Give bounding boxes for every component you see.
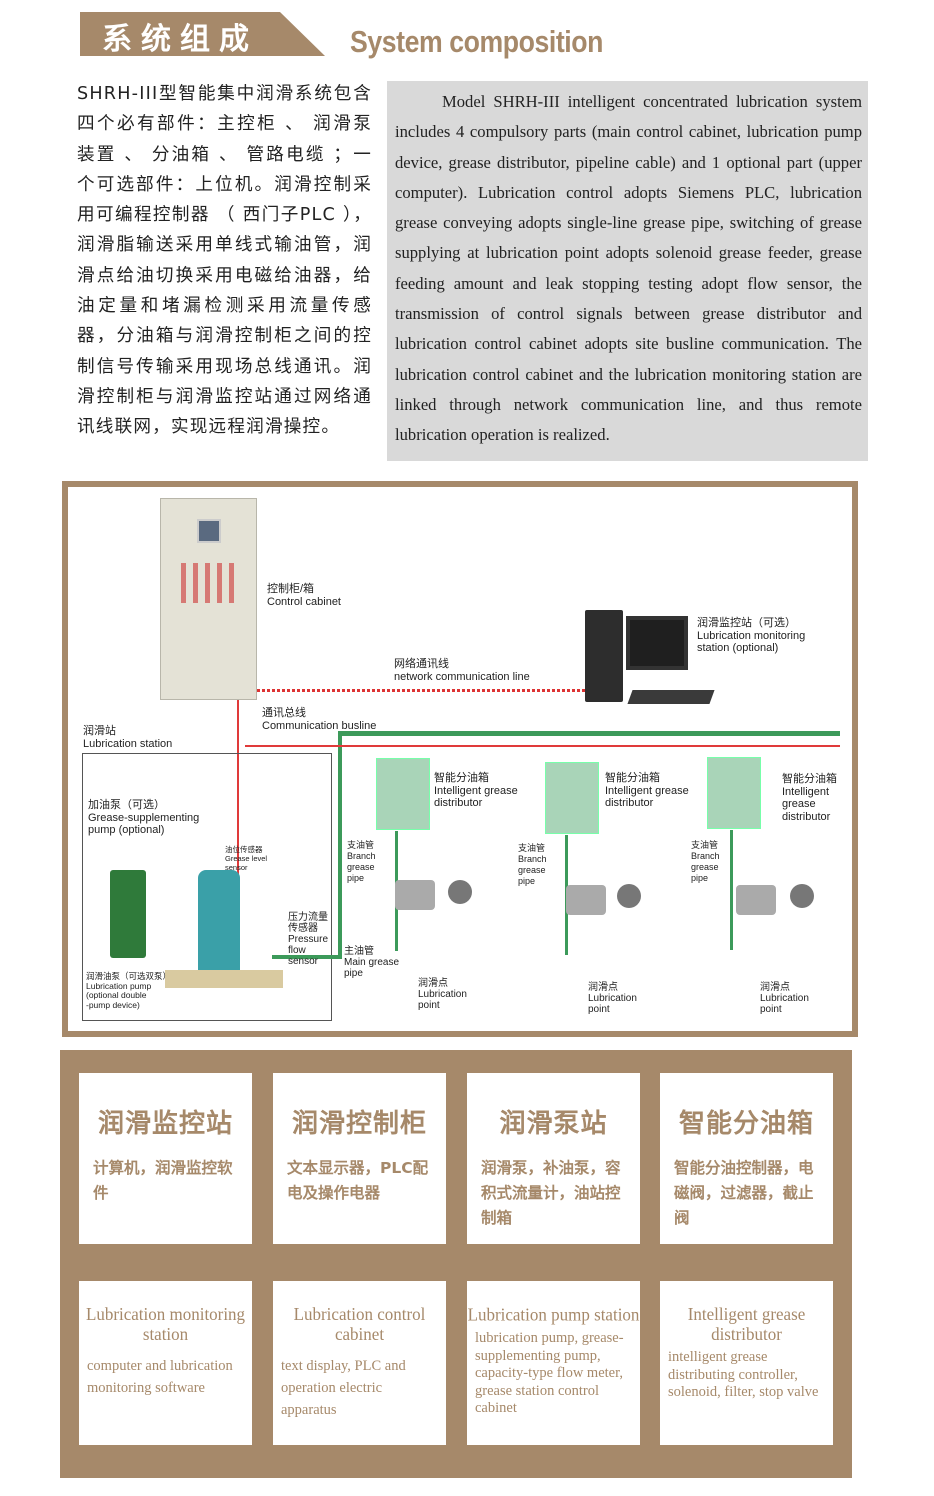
bearing-image [566,885,606,915]
distributor-box-3 [707,757,761,829]
card-title: 润滑控制柜 [291,1109,427,1139]
control-cabinet-image [160,498,257,700]
label-monitoring-station: 润滑监控站（可选） Lubrication monitoring station… [697,617,806,654]
intro-en: Model SHRH-III intelligent concentrated … [395,92,862,445]
label-network-line: 网络通讯线 network communication line [394,658,530,683]
branch-pipe [730,830,733,950]
card-title: 润滑泵站 [499,1109,608,1139]
card-cn-cabinet: 润滑控制柜文本显示器，PLC配电及操作电器 [273,1073,446,1244]
lub-station-box [82,753,332,1021]
label-lub-point-2: 润滑点 Lubrication point [588,982,637,1015]
signal-line-vertical [237,700,239,880]
bearing-image [395,880,435,910]
card-title: 润滑监控站 [97,1109,233,1139]
gear-image [790,884,814,908]
card-title: Lubrication monitoring station [85,1304,246,1344]
label-lub-pump: 润滑油泵（可选双泵） Lubrication pump (optional do… [86,971,172,1010]
label-flow-sensor: 压力流量 传感器 Pressure flow sensor [288,912,329,967]
label-branch-pipe-2: 支油管 Branch grease pipe [518,843,547,886]
label-lub-point-3: 润滑点 Lubrication point [760,982,809,1015]
card-en-pump: Lubrication pump station lubrication pump… [467,1281,640,1445]
distributor-box-1 [376,758,430,830]
gear-image [448,880,472,904]
network-line [257,689,585,692]
card-cn-pump: 润滑泵站润滑泵，补油泵，容积式流量计，油站控制箱 [467,1073,640,1244]
card-desc: 计算机，润滑监控软件 [93,1159,233,1202]
label-main-pipe: 主油管 Main grease pipe [344,946,400,979]
signal-line-red [245,745,840,747]
card-cn-distributor: 智能分油箱智能分油控制器，电磁阀，过滤器，截止阀 [660,1073,833,1244]
card-desc: 文本显示器，PLC配电及操作电器 [287,1159,429,1202]
card-title: Intelligent grease distributor [687,1304,806,1344]
label-control-cabinet: 控制柜/箱 Control cabinet [267,583,341,608]
card-desc: 智能分油控制器，电磁阀，过滤器，截止阀 [674,1159,814,1227]
card-en-monitoring: Lubrication monitoring station computer a… [79,1281,252,1445]
main-pipe [338,731,342,956]
card-en-cabinet: Lubrication control cabinet text display,… [273,1281,446,1445]
label-busline: 通讯总线 Communication busline [262,707,377,732]
section-title-en: System composition [350,24,604,59]
card-desc: lubrication pump, grease-supplementing p… [475,1330,624,1416]
gear-image [617,884,641,908]
label-supp-pump: 加油泵（可选） Grease-supplementing pump (optio… [88,799,200,836]
card-title: Lubrication pump station [467,1304,640,1325]
bearing-image [736,885,776,915]
label-branch-pipe-3: 支油管 Branch grease pipe [691,840,720,883]
busline-green [338,731,840,736]
label-lub-point-1: 润滑点 Lubrication point [418,978,467,1011]
intro-cn: SHRH-III型智能集中润滑系统包含四个必有部件：主控柜 、 润滑泵装置 、 … [77,84,372,438]
card-title: Lubrication control cabinet [293,1304,426,1344]
distributor-box-2 [545,762,599,834]
intro-en-box: Model SHRH-III intelligent concentrated … [387,81,868,461]
card-title: 智能分油箱 [678,1109,814,1139]
card-desc: computer and lubrication monitoring soft… [87,1358,233,1396]
label-level-sensor: 油位传感器 Grease level sensor [225,845,268,872]
card-desc: text display, PLC and operation electric… [281,1358,406,1418]
card-desc: 润滑泵，补油泵，容积式流量计，油站控制箱 [481,1159,621,1227]
label-distributor-3: 智能分油箱 Intelligent grease distributor [782,773,837,823]
keyboard-image [627,690,715,704]
monitor-image [626,616,688,670]
section-title-cn: 系统组成 [102,22,258,57]
pump-outlet-pipe [272,955,342,959]
pump-image [198,870,240,970]
header-banner [80,12,325,56]
grease-tank-image [110,870,146,958]
pump-base-image [165,970,283,988]
label-distributor-1: 智能分油箱 Intelligent grease distributor [434,772,518,809]
card-en-distributor: Intelligent grease distributor intelligen… [660,1281,833,1445]
card-desc: intelligent grease distributing controll… [668,1349,819,1400]
label-distributor-2: 智能分油箱 Intelligent grease distributor [605,772,689,809]
computer-tower-image [585,610,623,702]
label-lub-station: 润滑站 Lubrication station [83,725,173,750]
card-cn-monitoring: 润滑监控站计算机，润滑监控软件 [79,1073,252,1244]
label-branch-pipe-1: 支油管 Branch grease pipe [347,840,376,883]
